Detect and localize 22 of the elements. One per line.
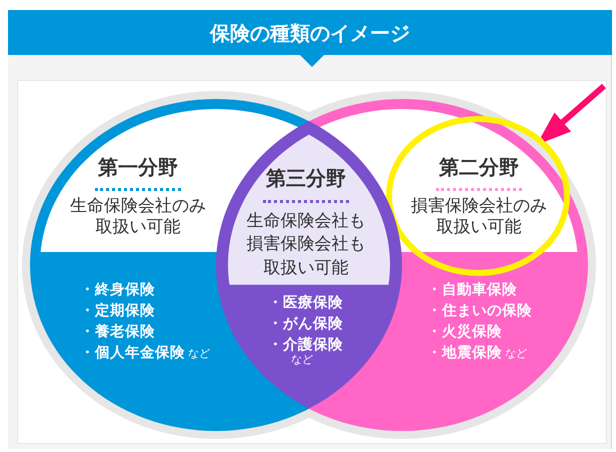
list-item: ・地震保険: [427, 345, 502, 361]
note-text: など: [291, 352, 313, 368]
category-heading: 第一分野: [98, 156, 178, 178]
list-item: ・個人年金保険: [80, 345, 185, 361]
list-item: ・終身保険: [80, 282, 155, 298]
highlight-ring: [386, 116, 570, 276]
list-item: ・火災保険: [427, 324, 502, 340]
list-item: ・医療保険: [268, 294, 343, 311]
description-text: 生命保険会社のみ取扱い可能: [69, 196, 207, 238]
note-text: など: [188, 347, 210, 360]
list-item: ・住まいの保険: [427, 303, 532, 319]
list-item: ・自動車保険: [427, 282, 517, 298]
diagram-title: 保険の種類のイメージ: [210, 20, 410, 44]
list-item: ・養老保険: [80, 324, 155, 340]
description-text: 損害保険会社のみ取扱い可能: [410, 196, 548, 238]
category-heading: 第二分野: [439, 156, 519, 178]
note-text: など: [505, 347, 527, 360]
category-heading: 第三分野: [266, 166, 346, 189]
list-item: ・定期保険: [80, 303, 155, 319]
list-item: ・介護保険: [268, 336, 343, 353]
list-item: ・がん保険: [268, 316, 343, 332]
description-text: 生命保険会社も損害保険会社も取扱い可能: [246, 210, 366, 280]
